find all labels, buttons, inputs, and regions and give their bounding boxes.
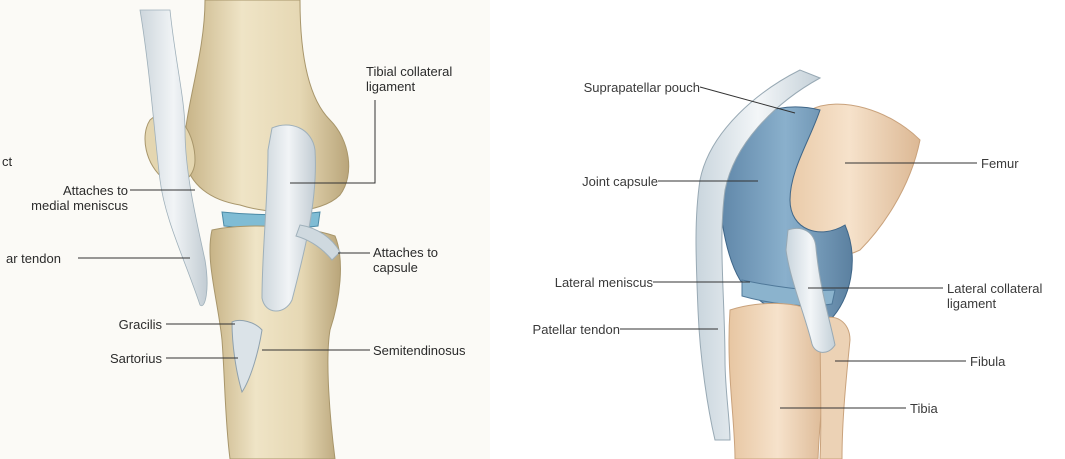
label-gracilis: Gracilis [90,317,162,332]
label-attaches-to-capsule: Attaches to capsule [373,245,438,275]
label-semitendinosus: Semitendinosus [373,343,466,358]
label-attaches-to-medial-meniscus: Attaches to medial meniscus [8,183,128,213]
label-patellar-tendon: Patellar tendon [500,322,620,337]
label-femur: Femur [981,156,1019,171]
lateral-knee-illustration [490,0,1065,459]
label-lateral-meniscus: Lateral meniscus [510,275,653,290]
label-joint-capsule: Joint capsule [530,174,658,189]
label-sartorius: Sartorius [80,351,162,366]
femur-bone [184,0,348,212]
label-tibia: Tibia [910,401,938,416]
label-suprapatellar-pouch: Suprapatellar pouch [530,80,700,95]
label-cut-partial: ct [2,154,12,169]
label-lateral-collateral-ligament: Lateral collateral ligament [947,281,1042,311]
label-tibial-collateral-ligament: Tibial collateral ligament [366,64,452,94]
label-fibula: Fibula [970,354,1005,369]
lateral-knee-diagram: Suprapatellar pouch Joint capsule Femur … [490,0,1065,459]
medial-knee-diagram: Tibial collateral ligament ct Attaches t… [0,0,490,459]
label-tendon-partial: ar tendon [6,251,61,266]
